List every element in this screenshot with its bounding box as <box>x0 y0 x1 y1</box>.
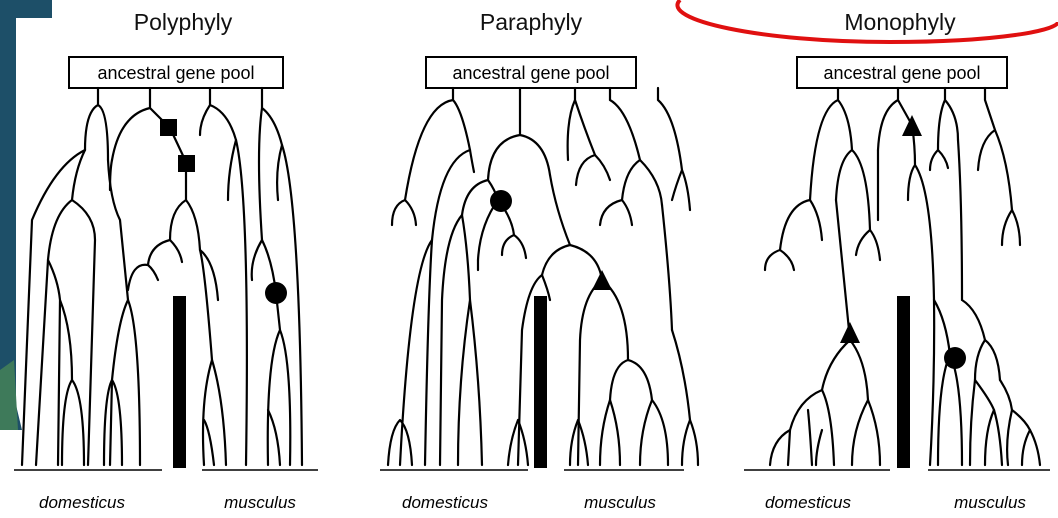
panel-polyphyly: Polyphyly ancestral gene pool <box>14 9 318 512</box>
reproductive-barrier <box>534 296 547 468</box>
panel-title: Paraphyly <box>480 9 583 35</box>
musculus-label: musculus <box>224 493 296 512</box>
gene-tree <box>22 88 302 465</box>
domesticus-label: domesticus <box>402 493 488 512</box>
mutation-circle-marker <box>265 282 287 304</box>
domesticus-label: domesticus <box>39 493 125 512</box>
panel-paraphyly: Paraphyly ancestral gene pool <box>380 9 698 512</box>
domesticus-label: domesticus <box>765 493 851 512</box>
panel-title: Monophyly <box>844 9 956 35</box>
panel-title: Polyphyly <box>134 9 233 35</box>
mutation-triangle-marker <box>840 322 860 343</box>
mutation-circle-marker <box>944 347 966 369</box>
ancestral-pool-label: ancestral gene pool <box>452 63 609 83</box>
musculus-label: musculus <box>584 493 656 512</box>
mutation-square-marker <box>160 119 177 136</box>
mutation-triangle-marker <box>902 115 922 136</box>
ancestral-pool-label: ancestral gene pool <box>823 63 980 83</box>
panel-monophyly: Monophyly ancestral gene pool <box>744 9 1050 512</box>
mutation-circle-marker <box>490 190 512 212</box>
reproductive-barrier <box>173 296 186 468</box>
mutation-square-marker <box>178 155 195 172</box>
reproductive-barrier <box>897 296 910 468</box>
mutation-triangle-marker <box>592 270 612 290</box>
ancestral-pool-label: ancestral gene pool <box>97 63 254 83</box>
musculus-label: musculus <box>954 493 1026 512</box>
